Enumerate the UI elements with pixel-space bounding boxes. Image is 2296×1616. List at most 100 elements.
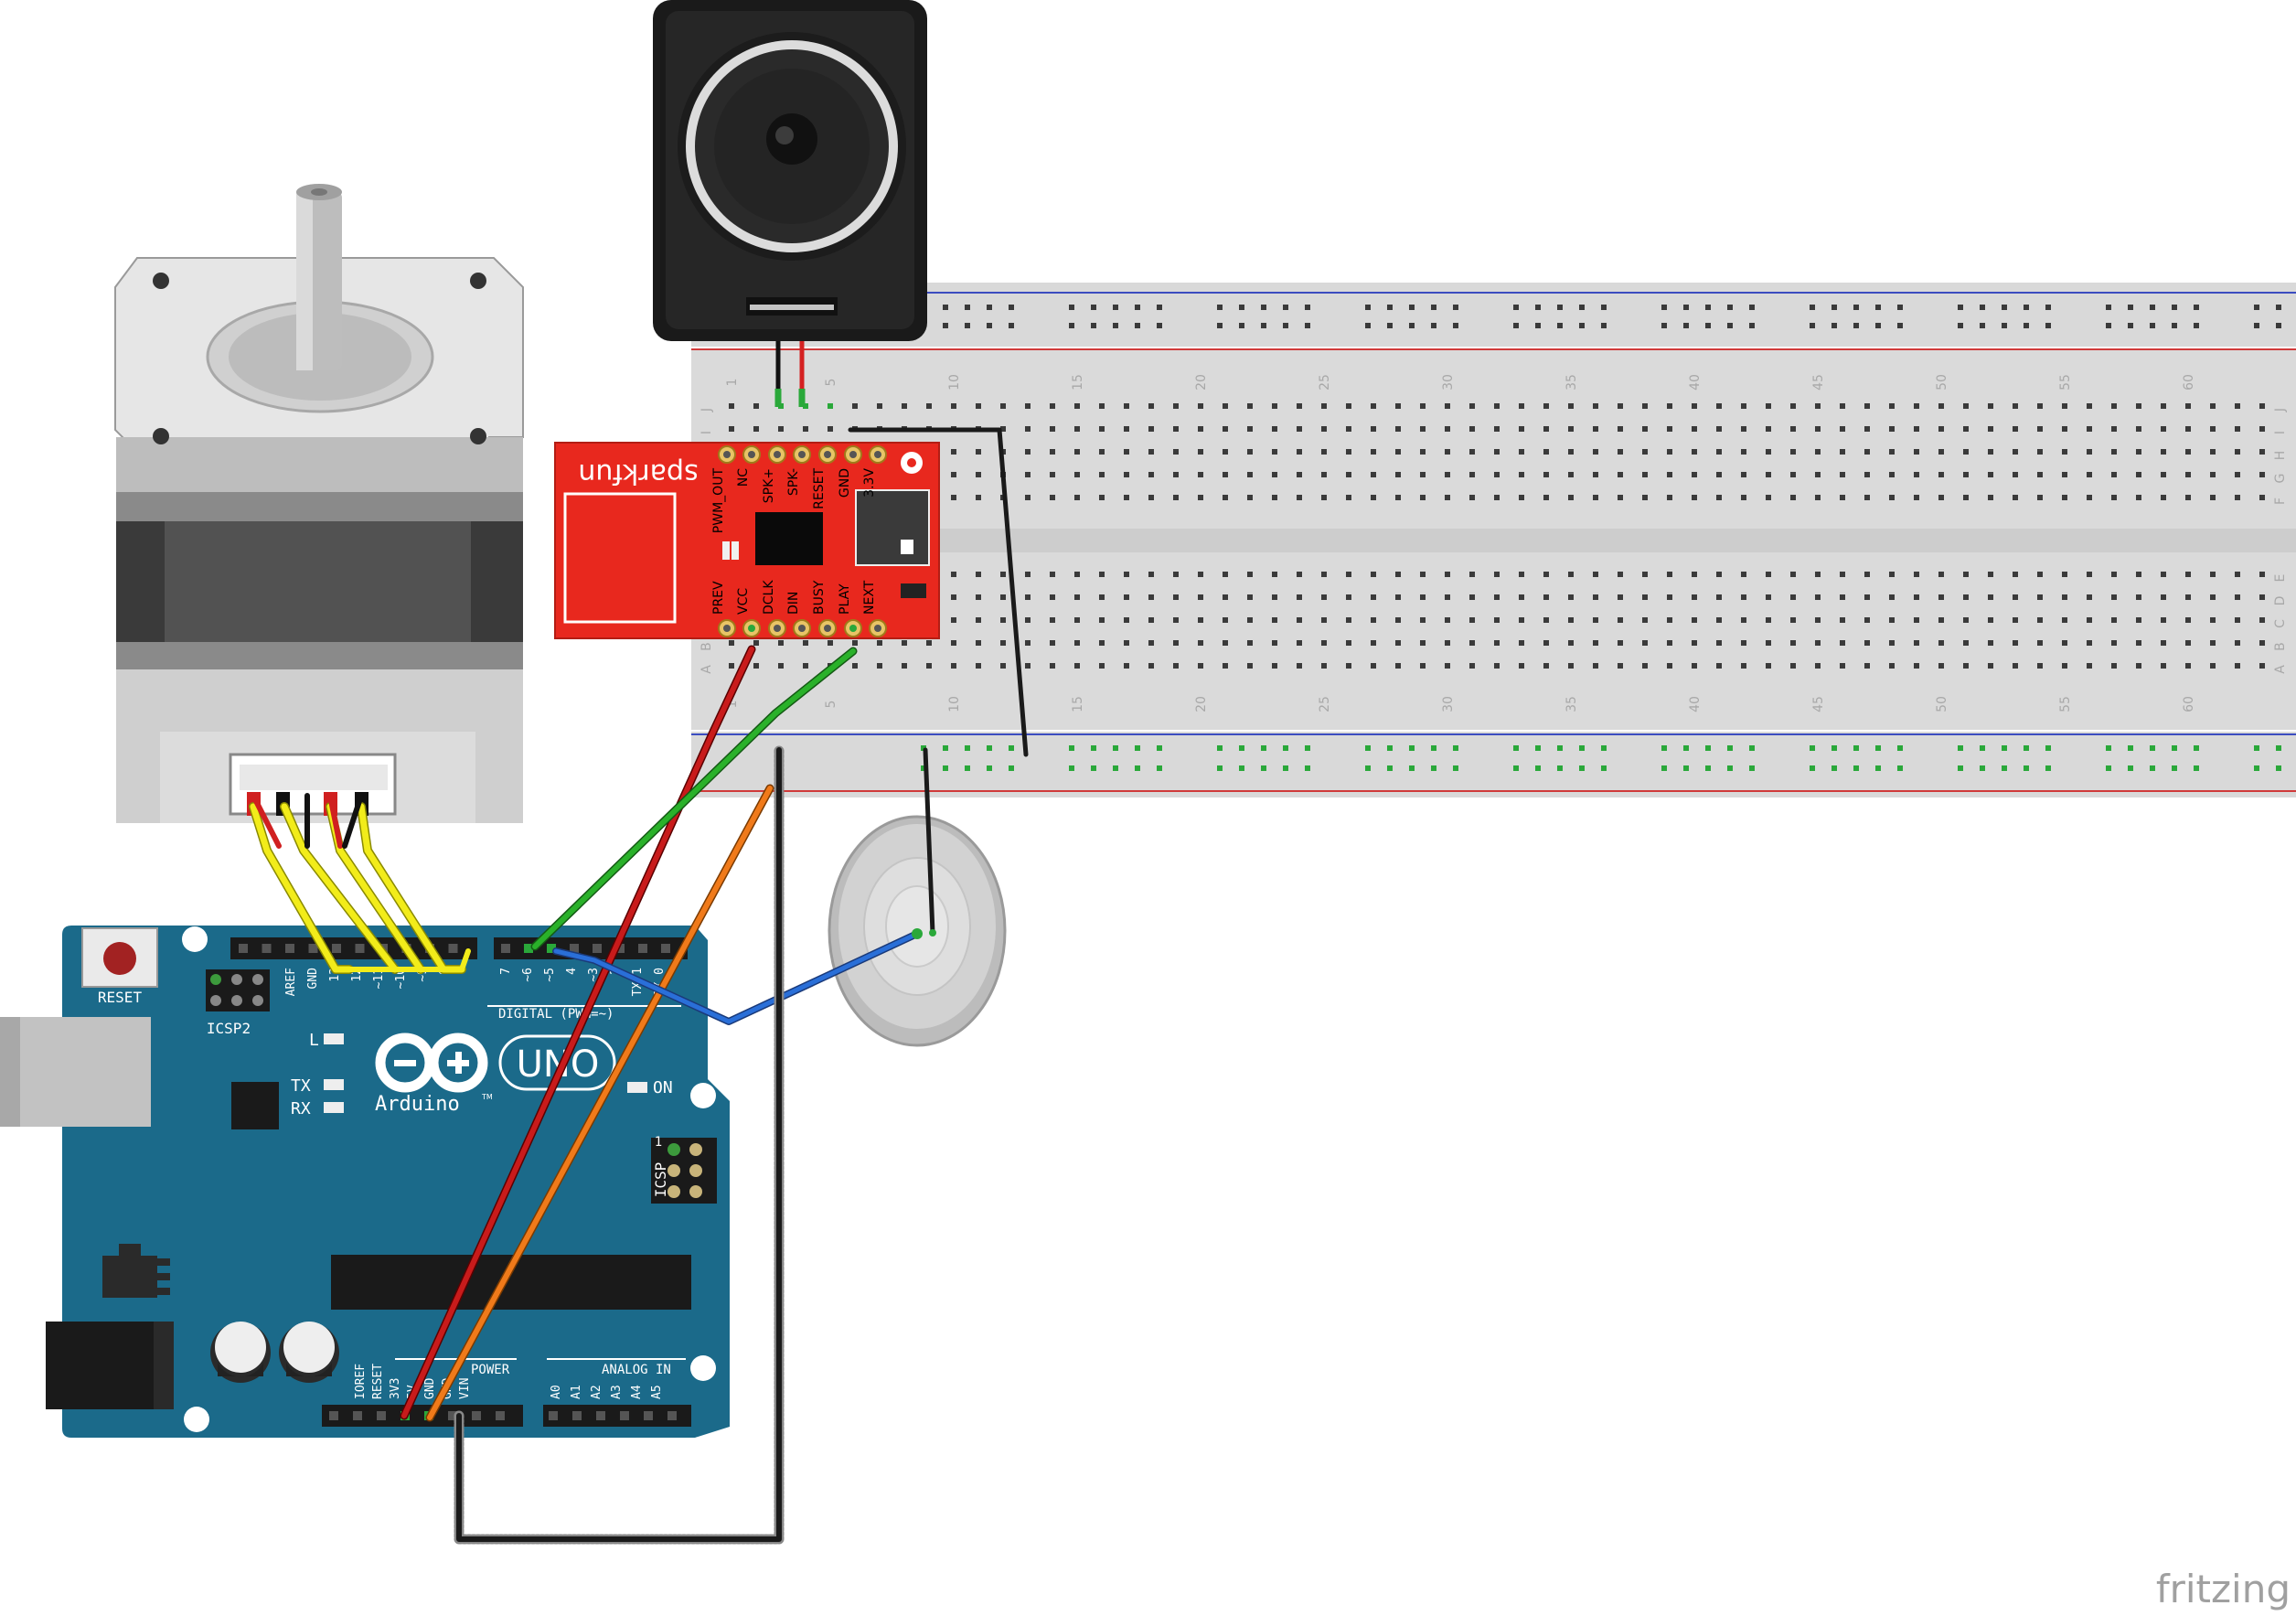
breadboard-hole bbox=[1568, 572, 1574, 577]
breadboard-hole bbox=[2235, 663, 2240, 669]
breadboard-hole bbox=[1593, 663, 1598, 669]
power-rail-hole bbox=[943, 305, 948, 310]
breadboard-hole bbox=[1938, 594, 1944, 600]
breadboard-hole bbox=[1815, 426, 1821, 432]
breadboard-hole bbox=[2062, 426, 2067, 432]
breadboard-hole bbox=[2235, 594, 2240, 600]
breadboard-hole bbox=[1988, 495, 1993, 500]
power-rail-hole bbox=[1831, 765, 1837, 771]
power-rail-hole bbox=[2024, 745, 2029, 751]
arduino-header-hole bbox=[547, 944, 556, 953]
breadboard-hole bbox=[1297, 472, 1302, 477]
breadboard-hole bbox=[1914, 572, 1919, 577]
power-rail-hole bbox=[1091, 765, 1096, 771]
power-rail-hole bbox=[1579, 765, 1585, 771]
power-rail-hole bbox=[1705, 745, 1711, 751]
breadboard-hole bbox=[1025, 663, 1031, 669]
breadboard-hole bbox=[1618, 449, 1623, 455]
breadboard-hole bbox=[976, 403, 981, 409]
breadboard-hole bbox=[1914, 594, 1919, 600]
arduino-header-hole bbox=[524, 944, 533, 953]
power-rail-hole bbox=[1409, 305, 1415, 310]
breadboard-hole bbox=[2185, 472, 2191, 477]
breadboard-hole bbox=[1988, 449, 1993, 455]
breadboard-hole bbox=[1247, 495, 1253, 500]
breadboard-hole bbox=[2185, 594, 2191, 600]
breadboard-row-letter: B bbox=[2273, 642, 2288, 651]
breadboard-hole bbox=[1272, 640, 1277, 646]
breadboard-hole bbox=[1321, 403, 1327, 409]
breadboard-hole bbox=[2062, 594, 2067, 600]
breadboard-hole bbox=[1716, 640, 1722, 646]
breadboard-hole bbox=[2111, 472, 2117, 477]
breadboard-hole bbox=[1272, 572, 1277, 577]
breadboard-hole bbox=[1766, 640, 1771, 646]
breadboard-hole bbox=[2185, 449, 2191, 455]
power-rail-hole bbox=[1727, 305, 1733, 310]
breadboard-hole bbox=[2136, 449, 2141, 455]
breadboard-hole bbox=[1494, 617, 1500, 623]
power-rail-hole bbox=[1239, 765, 1244, 771]
breadboard-hole bbox=[2037, 449, 2043, 455]
power-rail-hole bbox=[1365, 305, 1371, 310]
breadboard-hole bbox=[1124, 449, 1129, 455]
breadboard-hole bbox=[1840, 449, 1845, 455]
breadboard-hole bbox=[1938, 449, 1944, 455]
breadboard-hole bbox=[1667, 617, 1672, 623]
power-rail-hole bbox=[1305, 305, 1310, 310]
breadboard-hole bbox=[1494, 472, 1500, 477]
breadboard-column-number: 35 bbox=[1564, 374, 1579, 391]
breadboard-hole bbox=[1741, 572, 1746, 577]
breadboard: 1155101015152020252530303535404045455050… bbox=[691, 283, 2296, 797]
power-rail-hole bbox=[1305, 323, 1310, 328]
breadboard-hole bbox=[1223, 472, 1228, 477]
breadboard-hole bbox=[1815, 663, 1821, 669]
breadboard-hole bbox=[2013, 403, 2018, 409]
breadboard-row-letter: B bbox=[699, 642, 714, 651]
breadboard-hole bbox=[1766, 495, 1771, 500]
breadboard-hole bbox=[1297, 426, 1302, 432]
arduino-analog-pin-label: A5 bbox=[650, 1385, 664, 1399]
breadboard-hole bbox=[2111, 617, 2117, 623]
breadboard-hole bbox=[1050, 495, 1055, 500]
breadboard-hole bbox=[2210, 640, 2216, 646]
power-rail-hole bbox=[1579, 745, 1585, 751]
breadboard-hole bbox=[1395, 426, 1401, 432]
sparkfun-bottom-pin-label: DIN bbox=[786, 592, 801, 615]
arduino-brand: Arduino bbox=[375, 1093, 460, 1116]
breadboard-hole bbox=[1593, 403, 1598, 409]
breadboard-hole bbox=[2161, 594, 2166, 600]
breadboard-hole bbox=[1025, 403, 1031, 409]
breadboard-hole bbox=[729, 640, 734, 646]
power-rail-hole bbox=[987, 765, 992, 771]
breadboard-hole bbox=[1642, 640, 1648, 646]
power-rail-hole bbox=[1557, 765, 1563, 771]
breadboard-hole bbox=[1889, 426, 1895, 432]
breadboard-hole bbox=[1321, 663, 1327, 669]
power-rail-hole bbox=[2106, 305, 2111, 310]
power-rail-hole bbox=[2150, 323, 2155, 328]
power-rail-hole bbox=[1810, 305, 1815, 310]
reset-button-label: RESET bbox=[98, 989, 143, 1006]
analog-header-label: ANALOG IN bbox=[602, 1363, 671, 1377]
breadboard-hole bbox=[951, 663, 956, 669]
breadboard-hole bbox=[1988, 594, 1993, 600]
breadboard-hole bbox=[2111, 495, 2117, 500]
breadboard-hole bbox=[1864, 594, 1870, 600]
breadboard-hole bbox=[1741, 640, 1746, 646]
breadboard-hole bbox=[1124, 594, 1129, 600]
breadboard-hole bbox=[1889, 472, 1895, 477]
breadboard-hole bbox=[1519, 426, 1524, 432]
breadboard-hole bbox=[1469, 663, 1475, 669]
breadboard-hole bbox=[1938, 663, 1944, 669]
breadboard-hole bbox=[1025, 472, 1031, 477]
breadboard-hole bbox=[2013, 640, 2018, 646]
breadboard-hole bbox=[1963, 472, 1969, 477]
power-rail-hole bbox=[1091, 323, 1096, 328]
icsp2-label: ICSP2 bbox=[207, 1020, 251, 1037]
power-rail-hole bbox=[1831, 305, 1837, 310]
breadboard-hole bbox=[951, 617, 956, 623]
breadboard-hole bbox=[2161, 403, 2166, 409]
breadboard-hole bbox=[1395, 472, 1401, 477]
